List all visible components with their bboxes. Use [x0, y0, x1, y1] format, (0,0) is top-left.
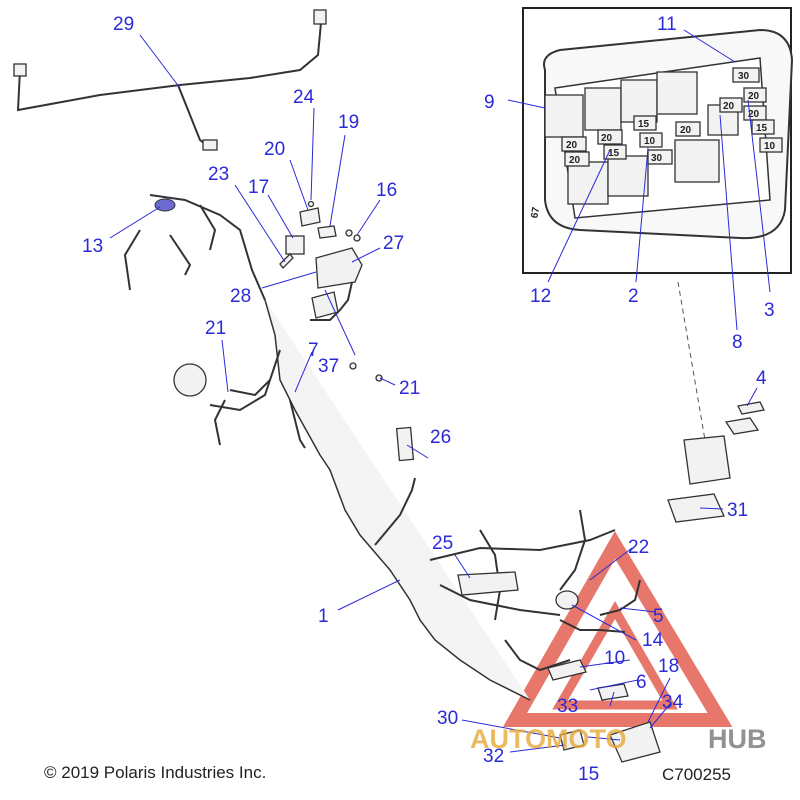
relay-6	[607, 155, 649, 197]
fuse-label: 20	[566, 140, 578, 151]
callout-20: 20	[264, 139, 285, 160]
fuse-label: 15	[608, 148, 620, 159]
fuse-box-parts	[667, 401, 765, 523]
callout-34: 34	[662, 692, 684, 713]
callout-24: 24	[293, 87, 315, 108]
callout-19: 19	[338, 112, 359, 133]
callout-11: 11	[657, 14, 677, 35]
relay-1	[544, 94, 584, 138]
fuse-label: 15	[638, 119, 650, 130]
callout-21-right: 21	[399, 378, 420, 399]
callout-15: 15	[578, 764, 599, 785]
callout-labels: 29 24 19 20 16 23 17 27 28 13 37 7 21 21…	[82, 14, 775, 785]
callout-5: 5	[653, 606, 664, 627]
ecu-module	[310, 247, 363, 321]
watermark-text: AUTOMOTO HUB	[470, 724, 767, 754]
diagram-code: C700255	[662, 765, 731, 784]
relay-4	[656, 71, 698, 115]
callout-13: 13	[82, 236, 103, 257]
callout-25: 25	[432, 533, 453, 554]
fuse-box: 30 20 20 20 15 20 20 15 20 10 20 30 15 1…	[529, 28, 794, 240]
relay-7	[674, 139, 720, 183]
fuse-label: 20	[569, 155, 581, 166]
callout-12: 12	[530, 286, 551, 307]
callout-23: 23	[208, 164, 229, 185]
callout-14: 14	[642, 630, 664, 651]
fuse-label: 10	[764, 141, 776, 152]
fuse-label: 30	[651, 153, 663, 164]
callout-27: 27	[383, 233, 404, 254]
callout-6: 6	[636, 672, 647, 693]
svg-text:HUB: HUB	[708, 724, 767, 754]
copyright-text: © 2019 Polaris Industries Inc.	[44, 763, 266, 782]
watermark-logo	[502, 531, 733, 727]
callout-26: 26	[430, 427, 451, 448]
fuse-label: 30	[738, 71, 750, 82]
fuse-label: 20	[601, 133, 613, 144]
callout-22: 22	[628, 537, 649, 558]
callout-16: 16	[376, 180, 397, 201]
callout-8: 8	[732, 332, 743, 353]
callout-29: 29	[113, 14, 134, 35]
callout-17: 17	[248, 177, 269, 198]
callout-3: 3	[764, 300, 775, 321]
svg-text:AUTOMOTO: AUTOMOTO	[470, 724, 627, 754]
leader-lines	[109, 29, 771, 753]
fuse-label: 15	[756, 123, 768, 134]
callout-21-left: 21	[205, 318, 226, 339]
callout-18: 18	[658, 656, 679, 677]
callout-28: 28	[230, 286, 251, 307]
fuse-label: 10	[644, 136, 656, 147]
relay-2	[584, 87, 622, 131]
fuse-label: 20	[680, 125, 692, 136]
callout-33: 33	[557, 696, 578, 717]
fuse-label: 20	[748, 109, 760, 120]
box-marking: 67	[529, 206, 542, 219]
callout-7: 7	[308, 340, 319, 361]
callout-31: 31	[727, 500, 748, 521]
callout-2: 2	[628, 286, 639, 307]
callout-9: 9	[484, 92, 495, 113]
stator-connector	[173, 363, 207, 397]
callout-30: 30	[437, 708, 458, 729]
callout-1: 1	[318, 606, 329, 627]
dashed-reference-line	[677, 281, 706, 441]
callout-10: 10	[604, 648, 625, 669]
fuse-label: 20	[748, 91, 760, 102]
fuse-label: 20	[723, 101, 735, 112]
callout-32: 32	[483, 746, 504, 767]
main-harness	[13, 9, 765, 763]
callout-4: 4	[756, 368, 767, 389]
callout-37: 37	[318, 356, 339, 377]
